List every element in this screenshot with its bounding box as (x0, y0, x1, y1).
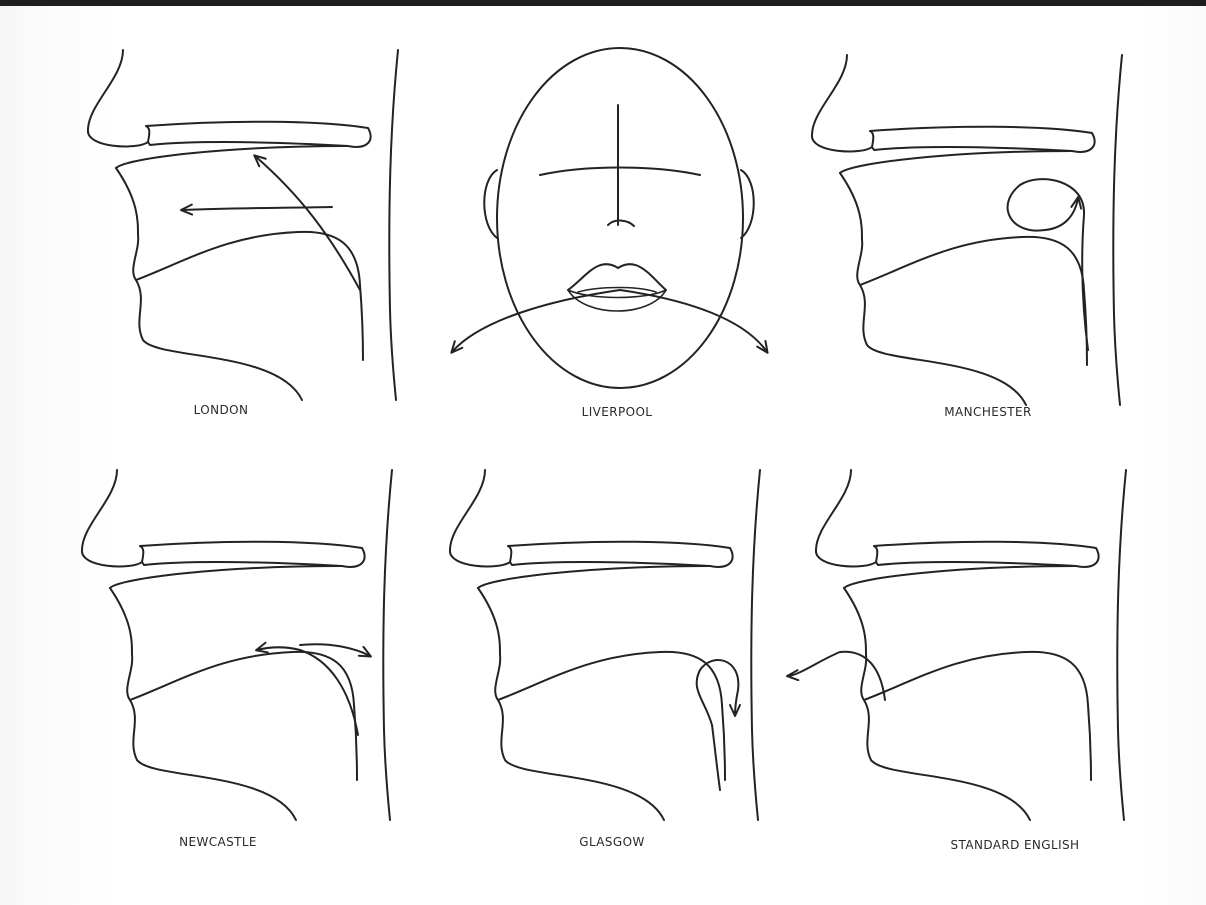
arrow-manchester-loop (1008, 179, 1088, 350)
diagram-standard-english (788, 470, 1126, 820)
label-standard-english: STANDARD ENGLISH (951, 838, 1080, 852)
diagram-liverpool (452, 48, 767, 388)
arrow-london-up (255, 156, 360, 290)
diagram-london (88, 50, 398, 400)
brow-line (540, 168, 700, 176)
diagram-manchester (812, 55, 1122, 405)
label-london: LONDON (194, 403, 249, 417)
label-glasgow: GLASGOW (579, 835, 645, 849)
arrow-standard-english-out (788, 652, 885, 700)
arrow-newcastle-back (257, 647, 358, 735)
diagram-newcastle (82, 470, 392, 820)
label-liverpool: LIVERPOOL (582, 405, 653, 419)
arrow-london-forward (182, 207, 332, 210)
nose-line (608, 105, 634, 226)
diagram-glasgow (450, 470, 760, 820)
arrow-liverpool-right (620, 290, 767, 352)
upper-lip (568, 264, 666, 290)
lower-lip (568, 290, 666, 311)
left-ear (484, 170, 497, 238)
label-newcastle: NEWCASTLE (179, 835, 257, 849)
label-manchester: MANCHESTER (944, 405, 1031, 419)
face-outline (497, 48, 743, 388)
